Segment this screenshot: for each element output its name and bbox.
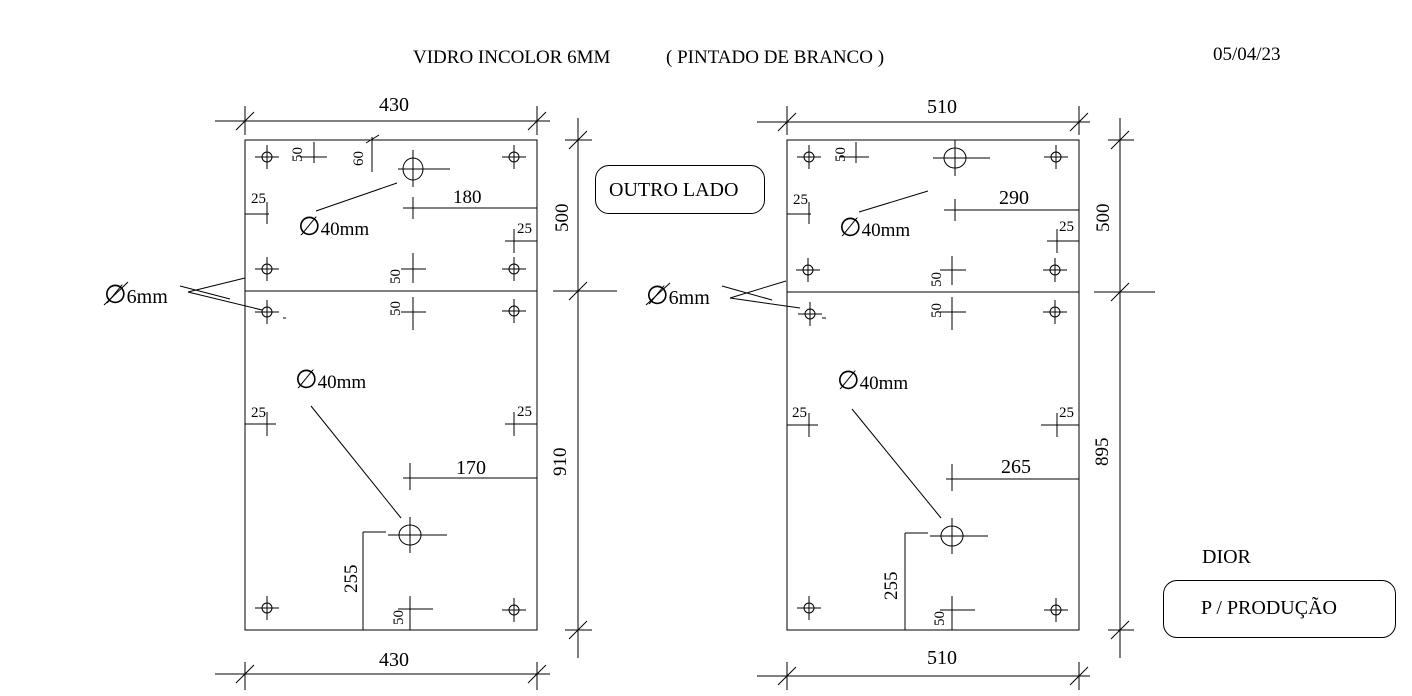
- left-dim-255: 255: [341, 564, 362, 594]
- left-dim-50-mid-lower: 50: [388, 301, 404, 316]
- right-glass-panel: [786, 139, 1080, 631]
- left-hole-40-lower-callout: ∅40mm: [295, 365, 367, 394]
- left-width-bottom: 430: [379, 649, 409, 671]
- right-dim-265: 265: [1001, 456, 1031, 478]
- left-height-upper: 500: [552, 203, 573, 233]
- outro-lado-label: OUTRO LADO: [609, 179, 739, 201]
- left-dim-25-ll: 25: [251, 405, 266, 421]
- right-hole-6-callout: ∅6mm: [646, 281, 710, 310]
- left-dim-60-top: 60: [351, 151, 367, 166]
- left-height-lower: 910: [550, 447, 571, 477]
- left-hole-40-upper-callout: ∅40mm: [298, 212, 370, 241]
- client-label: DIOR: [1202, 546, 1251, 568]
- right-width-bottom: 510: [927, 647, 957, 669]
- right-hole-40-lower-callout: ∅40mm: [837, 366, 909, 395]
- right-dim-50-mid-upper: 50: [929, 272, 945, 287]
- left-dim-25-ur: 25: [517, 221, 532, 237]
- right-dim-25-ll: 25: [792, 405, 807, 421]
- right-width-top: 510: [927, 96, 957, 118]
- outro-lado-box: [595, 165, 765, 214]
- left-dim-25-ul: 25: [251, 191, 266, 207]
- diameter-icon: ∅: [298, 212, 321, 241]
- left-dim-25-lr: 25: [517, 404, 532, 420]
- diameter-icon: ∅: [295, 365, 318, 394]
- finish-title: ( PINTADO DE BRANCO ): [666, 47, 885, 68]
- left-dim-50-top: 50: [290, 147, 306, 162]
- right-height-upper: 500: [1093, 203, 1114, 233]
- left-glass-panel: [244, 139, 538, 631]
- right-dim-50-mid-lower: 50: [929, 303, 945, 318]
- right-height-lower: 895: [1092, 437, 1113, 467]
- right-dim-50-top: 50: [833, 147, 849, 162]
- right-dim-25-ul: 25: [793, 192, 808, 208]
- right-dim-290: 290: [999, 187, 1029, 209]
- right-dim-255: 255: [881, 571, 902, 601]
- date-label: 05/04/23: [1213, 44, 1281, 65]
- left-dim-50-mid-upper: 50: [388, 269, 404, 284]
- right-small-holes: [796, 145, 1068, 622]
- right-hole-40-upper-callout: ∅40mm: [839, 213, 911, 242]
- left-dim-180: 180: [453, 187, 482, 208]
- diameter-icon: ∅: [104, 280, 127, 309]
- diameter-icon: ∅: [839, 213, 862, 242]
- left-width-top: 430: [379, 94, 409, 116]
- production-box: [1163, 580, 1396, 638]
- diameter-icon: ∅: [646, 281, 669, 310]
- right-dim-25-lr: 25: [1059, 405, 1074, 421]
- left-hole-6-callout: ∅6mm: [104, 280, 168, 309]
- material-title: VIDRO INCOLOR 6MM: [413, 47, 611, 68]
- production-label: P / PRODUÇÃO: [1201, 597, 1337, 619]
- diameter-icon: ∅: [837, 366, 860, 395]
- right-dim-25-ur: 25: [1059, 219, 1074, 235]
- right-dim-50-bottom: 50: [932, 611, 948, 626]
- left-dim-170: 170: [456, 457, 486, 479]
- left-dim-50-bottom: 50: [391, 610, 407, 625]
- left-small-holes: [255, 145, 526, 622]
